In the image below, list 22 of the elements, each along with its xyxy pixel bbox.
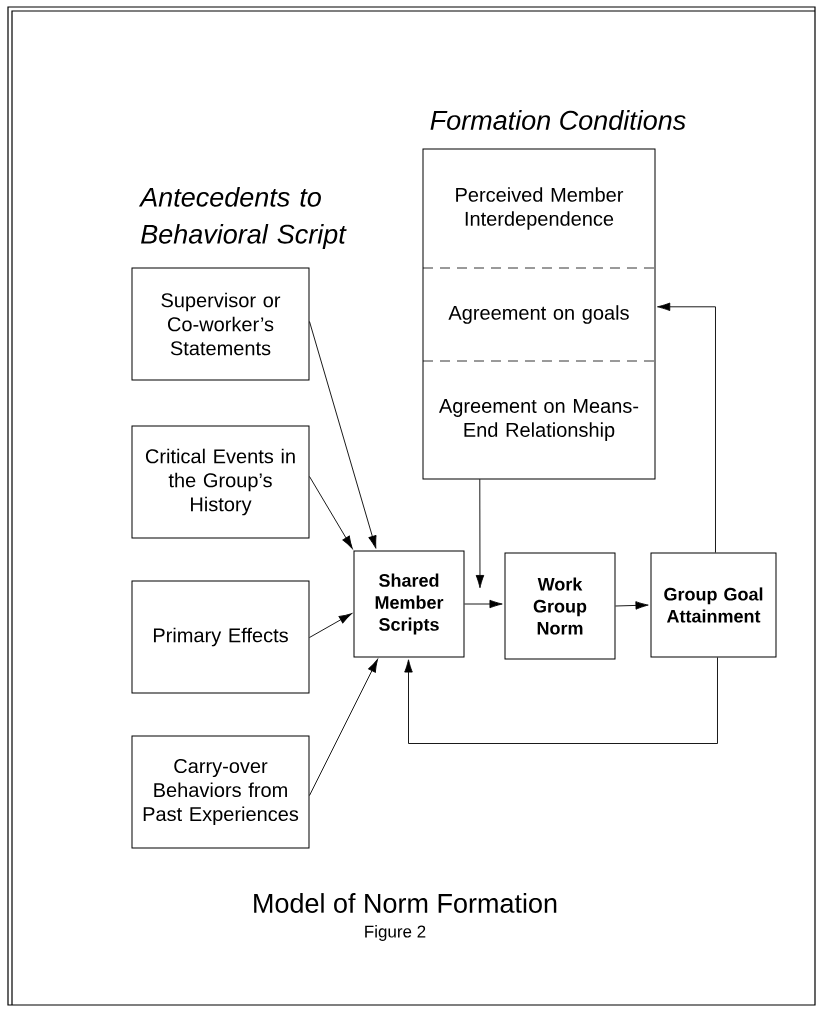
process-box: Work Group Norm <box>504 552 616 660</box>
process-box: Shared Member Scripts <box>353 550 465 658</box>
arrow <box>309 659 378 796</box>
figure-number: Figure 2 <box>365 925 426 941</box>
arrow <box>309 613 352 638</box>
arrow <box>404 657 718 744</box>
arrow <box>464 599 503 609</box>
box-section: Perceived Member Interdependence <box>456 187 624 230</box>
text-box: Supervisor or Co-worker’s Statements <box>131 267 310 381</box>
arrow <box>657 302 716 553</box>
process-box: Group Goal Attainment <box>650 552 777 658</box>
arrow <box>615 601 649 610</box>
caption: Model of Norm Formation <box>254 893 557 913</box>
arrow <box>309 321 377 549</box>
text-box: Carry-over Behaviors from Past Experiences <box>131 735 310 849</box>
text-box: Critical Events in the Group’s History <box>131 425 310 539</box>
arrow <box>475 478 485 589</box>
box-section: Agreement on goals <box>448 305 629 324</box>
text-box: Primary Effects <box>131 580 310 694</box>
box-section: Agreement on Means-End Relationship <box>439 399 639 441</box>
arrow <box>309 476 353 549</box>
section-heading: Formation Conditions <box>430 110 686 130</box>
